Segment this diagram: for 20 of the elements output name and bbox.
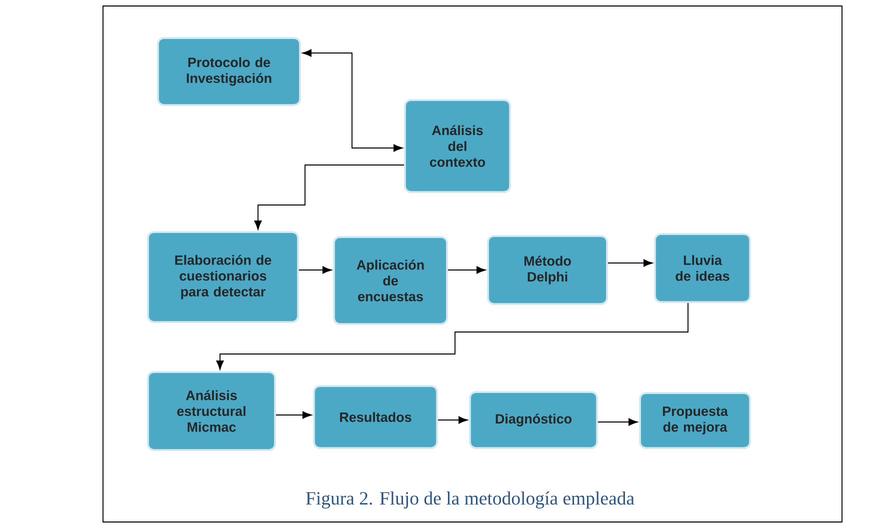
process-box: Protocolo de Investigación — [157, 37, 301, 106]
process-box: Análisis del contexto — [404, 99, 511, 193]
process-box: Propuesta de mejora — [639, 392, 751, 449]
process-box: Aplicación de encuestas — [333, 236, 448, 325]
process-box: Diagnóstico — [469, 391, 598, 449]
arrow — [302, 49, 403, 152]
process-box: Método Delphi — [487, 235, 608, 305]
arrow — [254, 164, 405, 230]
arrow — [216, 302, 688, 370]
arrow — [597, 418, 638, 426]
arrow — [607, 259, 653, 267]
figure-caption: Figura 2. Flujo de la metodología empleada — [306, 491, 634, 509]
arrow — [447, 266, 486, 274]
process-box: Análisis estructural Micmac — [147, 371, 276, 451]
process-box: Elaboración de cuestionarios para detectar — [147, 231, 299, 323]
arrow — [275, 411, 312, 419]
arrow — [298, 266, 332, 274]
process-box: Resultados — [313, 385, 438, 449]
process-box: Lluvia de ideas — [654, 233, 751, 303]
arrow — [437, 416, 468, 424]
